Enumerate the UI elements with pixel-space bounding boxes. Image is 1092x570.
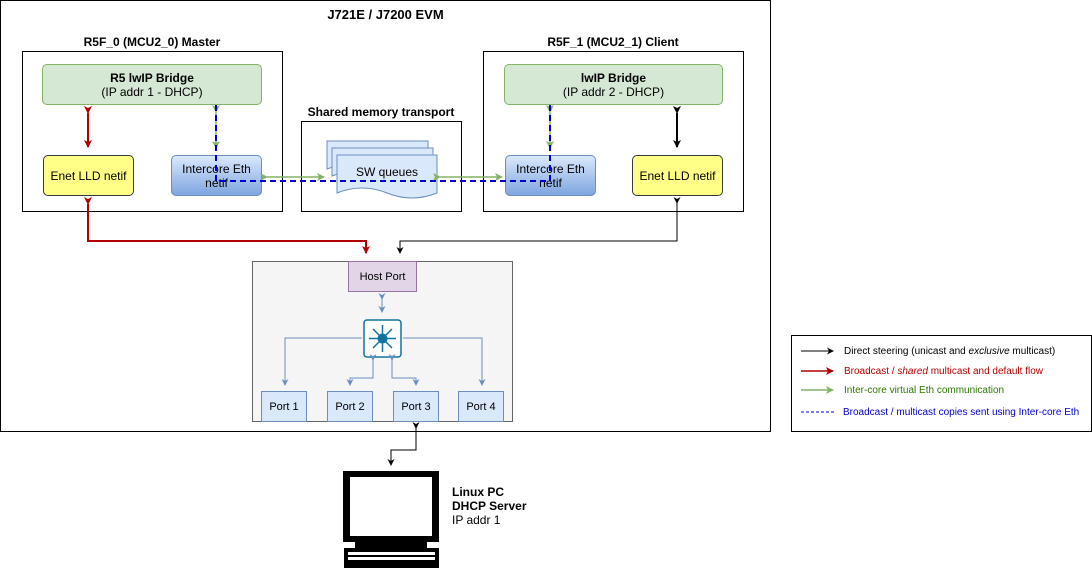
- switch-port4-link: [403, 337, 486, 386]
- legend-direct-text: Direct steering (unicast and exclusive m…: [844, 346, 1056, 357]
- shared-title: Shared memory transport: [307, 105, 455, 119]
- legend-intercore-text: Inter-core virtual Eth communication: [844, 385, 1005, 396]
- master-lld-label: Enet LLD netif: [50, 168, 127, 183]
- host-port: Host Port: [348, 261, 417, 292]
- blue-dashed-copies-path: [215, 105, 551, 182]
- port3-pc-link: [387, 422, 420, 466]
- pc-label: Linux PC DHCP Server IP addr 1: [452, 485, 526, 527]
- switch-port2-link: [346, 354, 377, 386]
- master-title: R5F_0 (MCU2_0) Master: [83, 35, 221, 49]
- sw-queues-label: SW queues: [356, 165, 418, 179]
- client-bridge-sub: (IP addr 2 - DHCP): [562, 84, 665, 99]
- port-3: Port 3: [393, 391, 439, 422]
- switch-icon: [363, 319, 402, 358]
- black-lld-hostport-link: [396, 197, 681, 254]
- master-lld-netif: Enet LLD netif: [43, 155, 134, 196]
- client-bridge-title: lwIP Bridge: [580, 70, 647, 85]
- client-title: R5F_1 (MCU2_1) Client: [547, 35, 679, 49]
- switch-port1-link: [281, 337, 362, 386]
- pc-ip: IP addr 1: [452, 513, 501, 527]
- client-lld-label: Enet LLD netif: [639, 168, 716, 183]
- master-bridge: R5 lwIP Bridge (IP addr 1 - DHCP): [42, 64, 262, 105]
- evm-title: J721E / J7200 EVM: [327, 7, 444, 22]
- legend-copies-text: Broadcast / multicast copies sent using …: [843, 407, 1080, 418]
- sw-queues-icon: [326, 140, 438, 199]
- client-intercore-label-2: netif: [539, 175, 562, 190]
- master-bridge-sub: (IP addr 1 - DHCP): [101, 84, 203, 99]
- pc-name: Linux PC: [452, 485, 505, 499]
- port-1: Port 1: [261, 391, 307, 422]
- client-lld-netif: Enet LLD netif: [632, 155, 723, 196]
- port-2: Port 2: [327, 391, 373, 422]
- monitor-icon: [343, 471, 439, 568]
- master-bridge-title: R5 lwIP Bridge: [110, 70, 194, 85]
- legend-box: [791, 335, 1092, 432]
- pc-role: DHCP Server: [452, 499, 527, 513]
- switch-port3-link: [388, 354, 420, 386]
- client-bridge: lwIP Bridge (IP addr 2 - DHCP): [504, 64, 723, 105]
- red-lld-hostport-link: [84, 197, 370, 254]
- master-intercore-label-2: netif: [205, 175, 228, 190]
- port-4: Port 4: [458, 391, 504, 422]
- legend-broadcast-text: Broadcast / shared multicast and default…: [844, 366, 1043, 377]
